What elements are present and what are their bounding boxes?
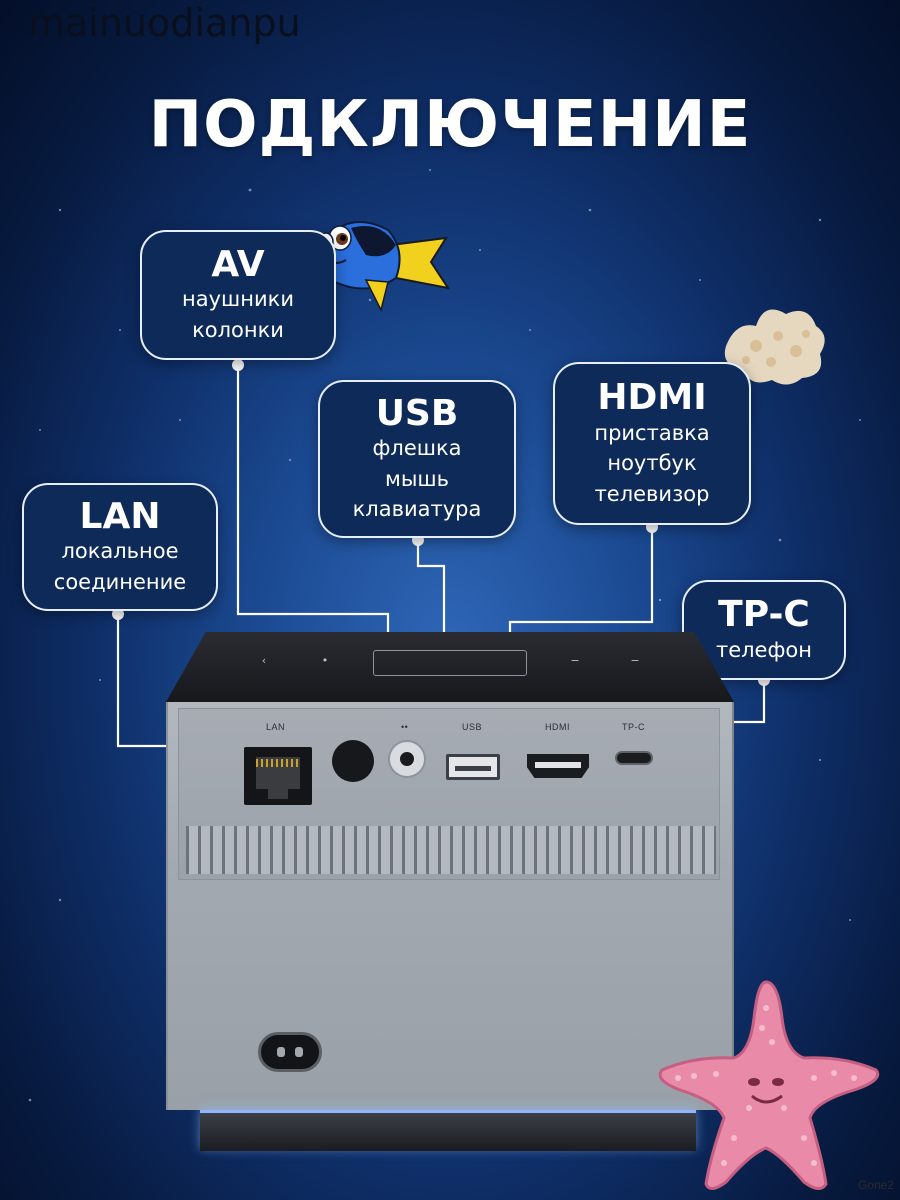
callout-av-line: наушники bbox=[182, 287, 294, 312]
callout-lan: LAN локальное соединение bbox=[22, 483, 218, 611]
touch-volume-up-icon: − bbox=[630, 654, 640, 667]
ac-power-port-icon bbox=[258, 1032, 322, 1072]
hdmi-port-icon bbox=[527, 754, 589, 778]
power-button-icon bbox=[332, 740, 374, 782]
port-label-lan: LAN bbox=[266, 722, 286, 732]
touch-control-pad bbox=[373, 650, 527, 676]
callout-av-title: AV bbox=[211, 243, 265, 285]
audio-jack-icon bbox=[388, 740, 426, 778]
lan-port-icon bbox=[244, 747, 312, 805]
callout-hdmi-line: приставка bbox=[594, 420, 710, 445]
touch-volume-icon: − bbox=[570, 654, 580, 667]
typec-port-icon bbox=[615, 751, 653, 765]
callout-usb-title: USB bbox=[375, 392, 459, 434]
port-label-audio: •• bbox=[401, 722, 409, 732]
touch-back-icon: ‹ bbox=[261, 654, 267, 667]
callout-usb-line: мышь bbox=[384, 466, 449, 491]
callout-tpc: TP-C телефон bbox=[682, 580, 846, 680]
port-label-tpc: TP-C bbox=[622, 722, 645, 732]
callout-tpc-title: TP-C bbox=[718, 593, 810, 635]
port-label-usb: USB bbox=[462, 722, 483, 732]
callout-usb-line: флешка bbox=[372, 436, 462, 461]
callout-hdmi-line: ноутбук bbox=[607, 451, 697, 476]
device-top-panel bbox=[166, 632, 734, 702]
callout-hdmi: HDMI приставка ноутбук телевизор bbox=[553, 362, 751, 525]
callout-usb: USB флешка мышь клавиатура bbox=[318, 380, 516, 538]
watermark-bottom: Gone2 bbox=[857, 1178, 894, 1192]
callout-hdmi-line: телевизор bbox=[594, 481, 710, 506]
callout-lan-line: локальное bbox=[61, 539, 179, 564]
device-vent-grille bbox=[186, 826, 716, 874]
watermark-top: mainuodianpu bbox=[28, 1, 301, 45]
usb-port-icon bbox=[446, 754, 500, 780]
device-base-led bbox=[200, 1110, 696, 1151]
callout-av-line: колонки bbox=[192, 317, 284, 342]
callout-av: AV наушники колонки bbox=[140, 230, 336, 360]
page-title: ПОДКЛЮЧЕНИЕ bbox=[148, 88, 752, 162]
callout-hdmi-title: HDMI bbox=[597, 377, 707, 419]
touch-dot-icon: • bbox=[321, 654, 329, 667]
callout-lan-line: соединение bbox=[53, 569, 187, 594]
callout-tpc-line: телефон bbox=[715, 637, 813, 662]
callout-usb-line: клавиатура bbox=[352, 497, 482, 522]
port-label-hdmi: HDMI bbox=[545, 722, 570, 732]
callout-lan-title: LAN bbox=[79, 495, 161, 537]
